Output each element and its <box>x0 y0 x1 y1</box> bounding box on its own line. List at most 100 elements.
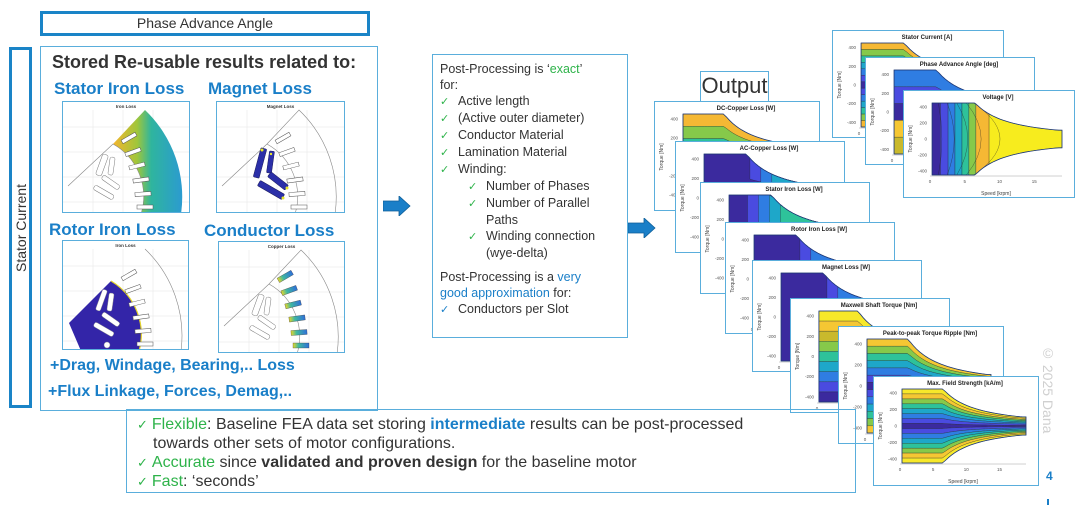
y-tick-label: 0 <box>886 110 889 115</box>
exact-for-label: for: <box>440 78 459 92</box>
check-icon: ✓ <box>440 147 450 159</box>
arrow-right-icon <box>628 218 656 238</box>
chart-title: Magnet Loss [W] <box>822 265 870 271</box>
y-axis-label: Torque [Nm] <box>757 303 763 331</box>
y-tick-label: 200 <box>768 295 776 300</box>
y-tick-label: -400 <box>880 147 890 152</box>
check-icon: ✓ <box>468 198 478 210</box>
y-tick-label: 400 <box>768 275 776 280</box>
y-tick-label: 400 <box>670 116 678 121</box>
y-tick-label: 200 <box>741 257 749 262</box>
check-icon: ✓ <box>440 130 450 142</box>
stator-current-label: Stator Current <box>12 183 29 272</box>
magnet-loss-heading: Magnet Loss <box>208 79 312 98</box>
contour-plot: Max. Field Strength [kA/m] Torque [Nm] 400… <box>878 381 1027 485</box>
y-axis-label: Torque [Nm] <box>680 184 686 212</box>
y-axis-label: Torque [Nm] <box>795 342 801 370</box>
magnet-loss-figure: Magnet Loss <box>216 101 345 213</box>
x-tick-label: 5 <box>963 179 966 184</box>
extra-losses-text: +Drag, Windage, Bearing,.. Loss <box>50 357 295 374</box>
exact-item: ✓Lamination Material <box>440 145 568 159</box>
y-tick-label: 200 <box>670 135 678 140</box>
exact-item: ✓(Active outer diameter) <box>440 111 585 125</box>
y-axis-label: Torque [Nm] <box>908 125 914 153</box>
y-tick-label: 400 <box>741 237 749 242</box>
y-tick-label: -200 <box>847 101 857 106</box>
figure-title: Iron Loss <box>115 104 137 109</box>
x-tick-label: 10 <box>964 467 970 472</box>
figure-title: Iron Loss <box>115 243 136 248</box>
x-tick-label: 0 <box>816 406 819 411</box>
footer-mark <box>1047 499 1049 505</box>
y-tick-label: -200 <box>767 334 777 339</box>
copyright-text: © 2025 Dana <box>1040 345 1056 434</box>
stator-iron-loss-figure: Iron Loss <box>62 101 190 213</box>
stator-iron-loss-heading: Stator Iron Loss <box>54 79 185 98</box>
check-icon: ✓ <box>468 181 478 193</box>
y-tick-label: 400 <box>881 72 889 77</box>
x-tick-label: 0 <box>864 437 867 442</box>
exact-item: ✓Conductor Material <box>440 128 564 142</box>
figure-title: Magnet Loss <box>266 104 295 109</box>
contour-band <box>961 102 970 176</box>
y-tick-label: 200 <box>889 407 897 412</box>
extra-results-text: +Flux Linkage, Forces, Demag,.. <box>48 383 293 400</box>
approx-heading: Post-Processing is a very <box>440 270 582 284</box>
y-tick-label: -200 <box>715 256 725 261</box>
chart-title: Phase Advance Angle [deg] <box>920 62 999 68</box>
check-icon: ✓ <box>137 474 148 489</box>
y-tick-label: 200 <box>854 363 862 368</box>
contour-line <box>947 102 955 176</box>
contour-band <box>947 102 956 176</box>
check-icon: ✓ <box>440 96 450 108</box>
y-tick-label: -200 <box>880 128 890 133</box>
y-tick-label: -200 <box>805 374 815 379</box>
exact-heading: Post-Processing is ‘exact’ <box>440 62 583 76</box>
y-tick-label: -200 <box>669 174 679 179</box>
y-axis-label: Torque [Nm] <box>705 225 711 253</box>
y-tick-label: -400 <box>888 456 898 461</box>
arrow-right-icon <box>383 196 411 216</box>
y-tick-label: 0 <box>746 277 749 282</box>
y-tick-label: -400 <box>740 316 750 321</box>
y-axis-label: Torque [Nm] <box>878 412 884 440</box>
winding-item-cont: Paths <box>486 213 518 227</box>
benefit-flexible-cont: towards other sets of motor configuratio… <box>153 435 456 452</box>
check-icon: ✓ <box>440 113 450 125</box>
post-processing-panel: Post-Processing is ‘exact’ for: ✓Active … <box>432 54 628 338</box>
chart-title: Stator Iron Loss [W] <box>765 187 822 193</box>
contour-band <box>968 102 977 176</box>
output-label: Output <box>701 73 768 98</box>
stored-results-panel <box>40 46 378 411</box>
rotor-iron-loss-plot <box>63 248 188 349</box>
y-tick-label: -200 <box>690 215 700 220</box>
x-tick-label: 0 <box>899 467 902 472</box>
y-tick-label: 400 <box>889 391 897 396</box>
contour-line <box>979 107 1001 171</box>
contour-band <box>931 102 941 176</box>
y-axis-label: Torque [Nm] <box>837 71 843 99</box>
conductor-loss-heading: Conductor Loss <box>204 221 335 240</box>
output-label-box: Output <box>700 71 769 103</box>
x-tick-label: 10 <box>997 179 1003 184</box>
figure-title: Copper Loss <box>267 244 296 249</box>
y-tick-label: 0 <box>721 237 724 242</box>
chart-title: Stator Current [A] <box>902 35 953 41</box>
y-tick-label: 0 <box>773 315 776 320</box>
contour-line <box>956 102 968 176</box>
y-tick-label: 0 <box>924 137 927 142</box>
x-tick-label: 0 <box>858 131 861 136</box>
y-tick-label: 400 <box>691 156 699 161</box>
chart-title: Voltage [V] <box>983 95 1014 101</box>
exact-item: ✓Winding: <box>440 162 507 176</box>
chart-title: Max. Field Strength [kA/m] <box>927 381 1003 387</box>
magnet-loss-plot <box>217 109 344 212</box>
y-tick-label: -400 <box>767 354 777 359</box>
y-tick-label: -400 <box>918 169 928 174</box>
y-tick-label: 200 <box>716 217 724 222</box>
exact-item: ✓Active length <box>440 94 530 108</box>
y-tick-label: -200 <box>918 153 928 158</box>
y-tick-label: 400 <box>854 342 862 347</box>
